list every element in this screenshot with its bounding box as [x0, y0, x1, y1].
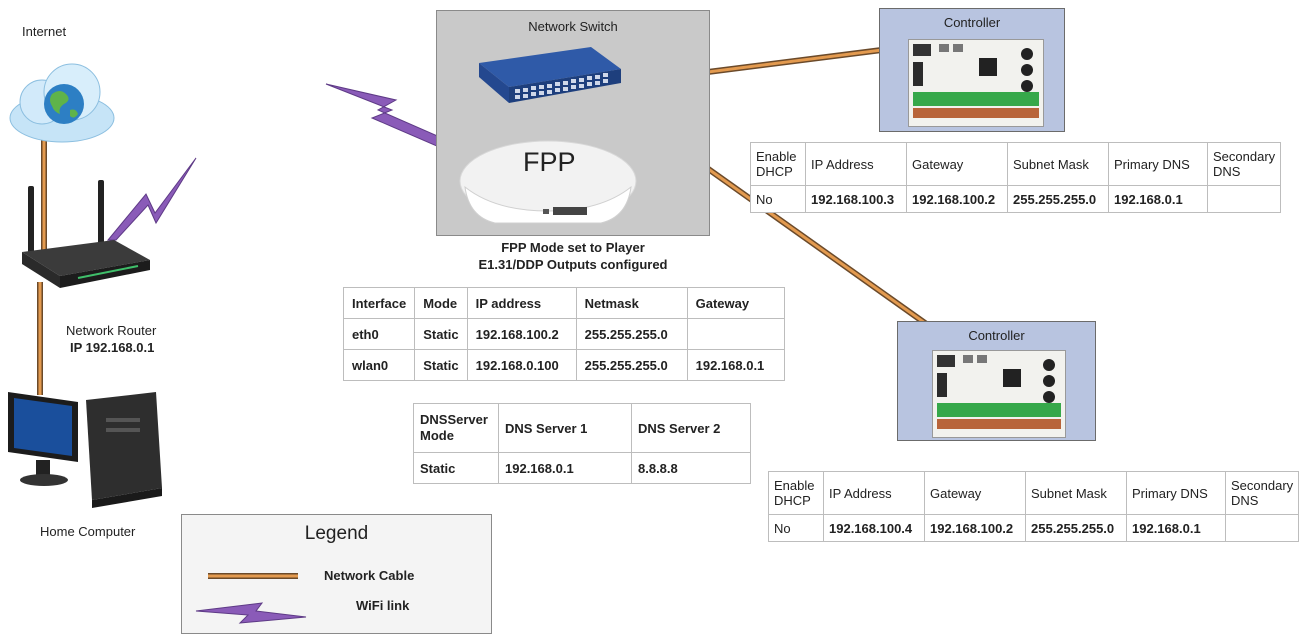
table-cell: 255.255.255.0 [1025, 514, 1127, 542]
table-cell: 255.255.255.0 [575, 318, 688, 350]
column-header: Secondary DNS [1224, 471, 1300, 515]
table-row: eth0 Static 192.168.100.2 255.255.255.0 [342, 318, 785, 350]
table-cell: No [768, 514, 824, 542]
column-header: Gateway [686, 287, 785, 319]
table-cell: wlan0 [342, 349, 416, 381]
column-header: Secondary DNS [1206, 142, 1282, 186]
fpp-outputs-caption: E1.31/DDP Outputs configured [478, 257, 668, 272]
fpp-device-icon [457, 131, 639, 231]
controller-2-table: Enable DHCP IP Address Gateway Subnet Ma… [768, 471, 1300, 542]
column-header: IP address [466, 287, 577, 319]
legend-cable-label: Network Cable [324, 568, 415, 583]
column-header: IP Address [805, 142, 907, 186]
column-header: Enable DHCP [768, 471, 824, 515]
column-header: DNSServer Mode [413, 403, 499, 453]
table-cell: 192.168.100.2 [466, 318, 577, 350]
controller-2-box: Controller [897, 321, 1096, 441]
column-header: Primary DNS [1108, 142, 1208, 186]
column-header: Enable DHCP [750, 142, 806, 186]
table-row: wlan0 Static 192.168.0.100 255.255.255.0… [342, 349, 785, 381]
controller-2-title: Controller [968, 328, 1025, 343]
legend-title: Legend [304, 523, 369, 544]
network-switch-icon [475, 39, 625, 109]
column-header: Subnet Mask [1025, 471, 1127, 515]
legend-box: Legend Network Cable WiFi link [181, 514, 492, 634]
table-cell: 8.8.8.8 [631, 452, 751, 484]
computer-icon [6, 388, 166, 513]
column-header: Primary DNS [1126, 471, 1226, 515]
table-cell: 192.168.100.4 [823, 514, 925, 542]
table-header-row: Enable DHCP IP Address Gateway Subnet Ma… [768, 471, 1300, 515]
table-row: Static 192.168.0.1 8.8.8.8 [413, 452, 751, 484]
column-header: DNS Server 1 [498, 403, 632, 453]
column-header: Subnet Mask [1007, 142, 1109, 186]
table-header-row: Interface Mode IP address Netmask Gatewa… [342, 287, 785, 319]
table-cell: No [750, 185, 806, 213]
table-cell: 192.168.100.3 [805, 185, 907, 213]
fpp-interface-table: Interface Mode IP address Netmask Gatewa… [342, 287, 785, 381]
internet-label: Internet [22, 24, 67, 39]
column-header: Interface [342, 287, 416, 319]
fpp-dns-table: DNSServer Mode DNS Server 1 DNS Server 2… [413, 403, 751, 484]
fpp-mode-caption: FPP Mode set to Player [501, 240, 645, 255]
table-cell: Static [414, 349, 468, 381]
network-switch-box: Network Switch [436, 10, 710, 236]
router-label: Network Router [66, 323, 157, 338]
table-cell [686, 318, 785, 350]
cloud-globe-icon [6, 52, 118, 148]
table-cell: 192.168.0.1 [686, 349, 785, 381]
table-cell: 192.168.100.2 [924, 514, 1026, 542]
column-header: IP Address [823, 471, 925, 515]
column-header: Gateway [906, 142, 1008, 186]
table-cell: 255.255.255.0 [1007, 185, 1109, 213]
fpp-label: FPP [523, 147, 576, 177]
router-ip: IP 192.168.0.1 [70, 340, 155, 355]
table-cell: Static [414, 318, 468, 350]
controller-1-box: Controller [879, 8, 1065, 132]
network-switch-title: Network Switch [528, 19, 618, 34]
table-cell: 192.168.100.2 [906, 185, 1008, 213]
column-header: Netmask [575, 287, 688, 319]
table-header-row: Enable DHCP IP Address Gateway Subnet Ma… [750, 142, 1282, 186]
table-cell: 192.168.0.1 [1108, 185, 1208, 213]
table-cell: eth0 [342, 318, 416, 350]
table-cell [1206, 185, 1282, 213]
table-cell [1224, 514, 1300, 542]
controller-board-icon [932, 350, 1066, 438]
table-row: No 192.168.100.3 192.168.100.2 255.255.2… [750, 185, 1282, 213]
legend-wifi-label: WiFi link [356, 598, 410, 613]
column-header: Mode [414, 287, 468, 319]
table-cell: 255.255.255.0 [575, 349, 688, 381]
table-cell: 192.168.0.1 [498, 452, 632, 484]
legend-cable-swatch [208, 573, 298, 579]
column-header: DNS Server 2 [631, 403, 751, 453]
computer-label: Home Computer [40, 524, 136, 539]
table-row: No 192.168.100.4 192.168.100.2 255.255.2… [768, 514, 1300, 542]
legend-wifi-swatch [195, 602, 307, 624]
controller-1-title: Controller [943, 15, 1001, 30]
column-header: Gateway [924, 471, 1026, 515]
wifi-bolt-router [106, 157, 197, 241]
table-cell: 192.168.0.100 [466, 349, 577, 381]
table-cell: 192.168.0.1 [1126, 514, 1226, 542]
router-icon [18, 180, 154, 300]
controller-board-icon [908, 39, 1044, 127]
controller-1-table: Enable DHCP IP Address Gateway Subnet Ma… [750, 142, 1282, 213]
table-header-row: DNSServer Mode DNS Server 1 DNS Server 2 [413, 403, 751, 453]
table-cell: Static [413, 452, 499, 484]
